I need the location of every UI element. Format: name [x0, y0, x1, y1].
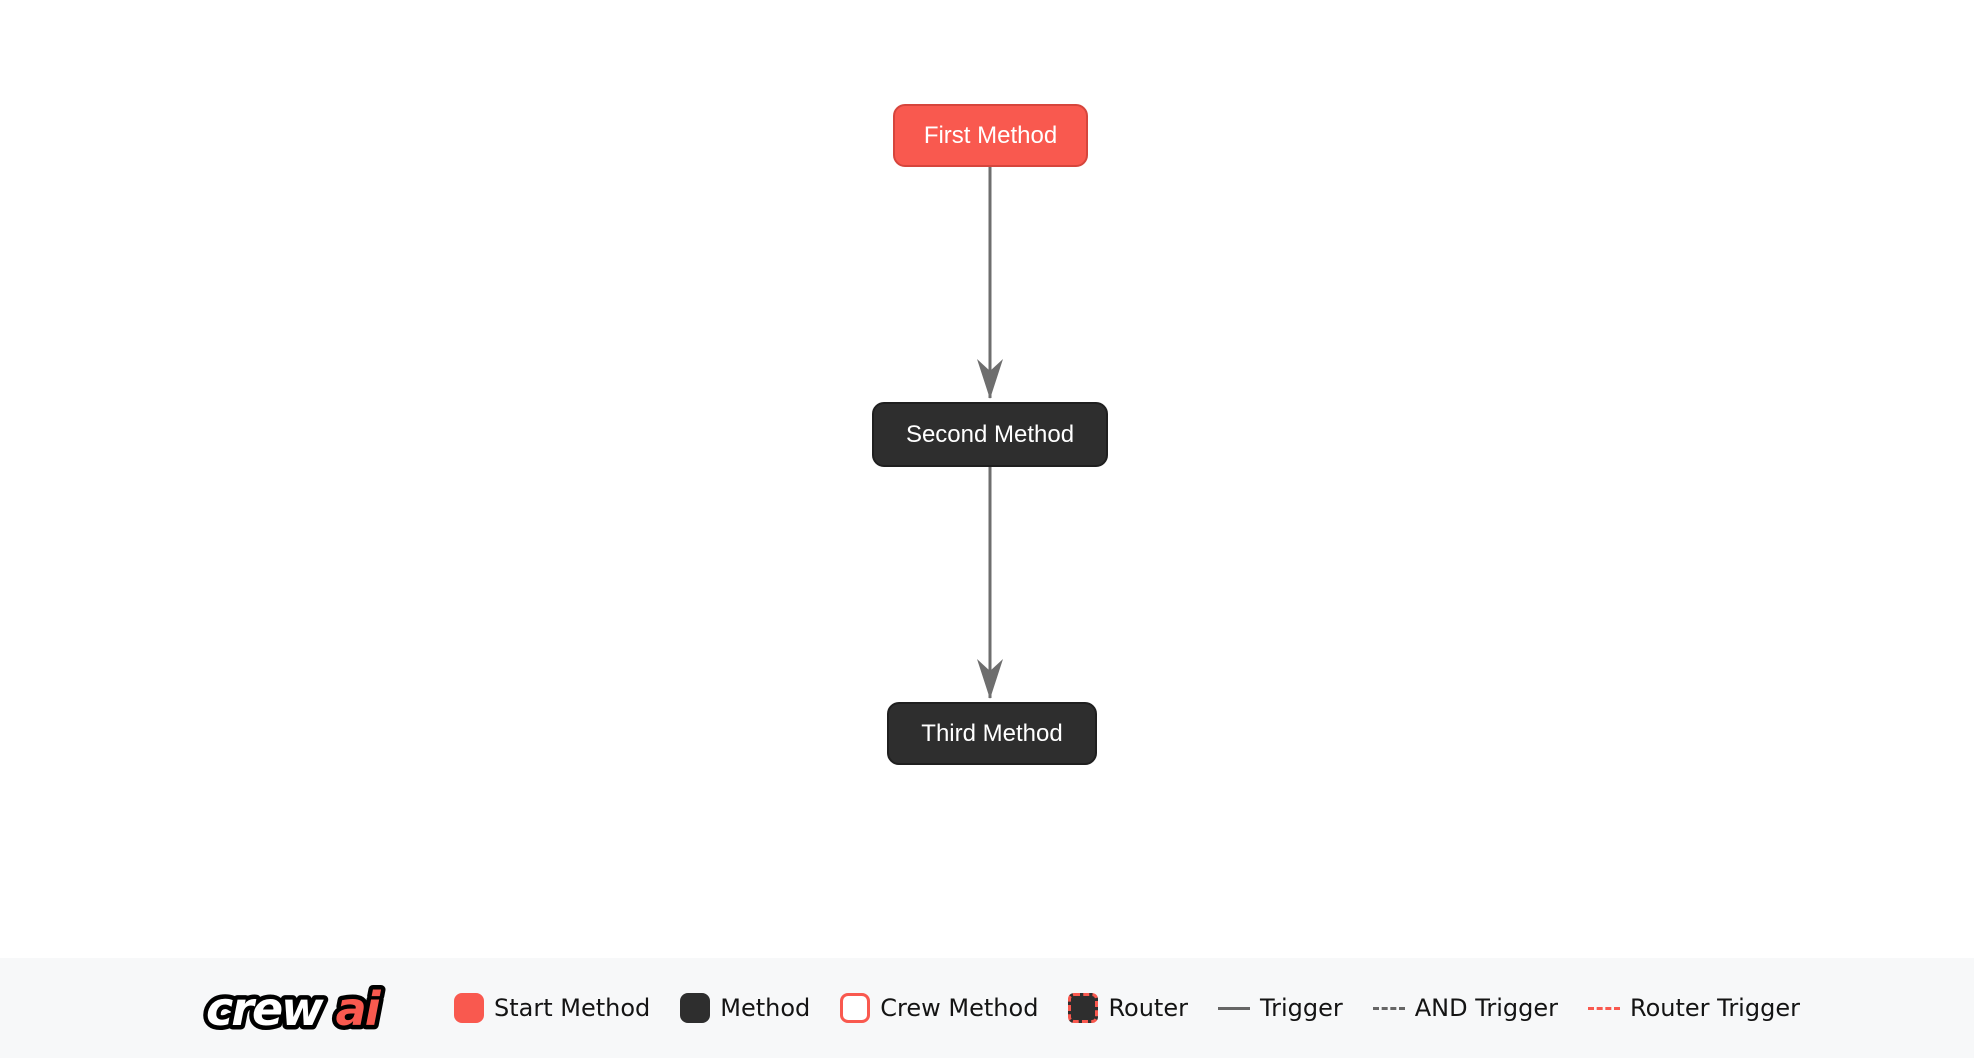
crew-method-swatch — [840, 993, 871, 1023]
arrowhead-icon — [977, 359, 1003, 399]
legend-item-trigger: Trigger — [1217, 994, 1343, 1022]
legend-label: AND Trigger — [1414, 994, 1559, 1022]
start-method-swatch — [454, 993, 484, 1023]
node-label: Second Method — [905, 420, 1075, 448]
method-swatch — [680, 993, 711, 1023]
router-swatch — [1068, 993, 1099, 1023]
legend-label: Trigger — [1259, 994, 1343, 1022]
legend-item-and-trigger: AND Trigger — [1372, 994, 1559, 1022]
trigger-line-swatch — [1217, 1006, 1250, 1010]
node-label: Third Method — [921, 719, 1063, 747]
legend-item-router-trigger: Router Trigger — [1588, 994, 1800, 1022]
legend-label: Router Trigger — [1630, 994, 1800, 1022]
flow-node-second-method[interactable]: Second Method — [872, 402, 1108, 467]
legend-bar: crew ai Start Method Method Crew Method … — [0, 958, 1974, 1058]
arrowhead-icon — [977, 659, 1003, 699]
flow-edges — [977, 167, 1003, 699]
edge-second-to-third — [977, 467, 1003, 699]
logo-crew-text: crew — [206, 982, 324, 1036]
legend-item-method: Method — [680, 993, 810, 1023]
legend-label: Router — [1108, 994, 1188, 1022]
legend-item-start-method: Start Method — [454, 993, 650, 1023]
legend-label: Crew Method — [880, 994, 1039, 1022]
flow-node-third-method[interactable]: Third Method — [887, 702, 1097, 765]
legend-item-crew-method: Crew Method — [840, 993, 1038, 1023]
edge-first-to-second — [977, 167, 1003, 399]
and-trigger-line-swatch — [1372, 1006, 1405, 1010]
node-label: First Method — [923, 121, 1058, 149]
svg-text:crew ai: crew ai — [206, 982, 382, 1036]
router-trigger-line-swatch — [1588, 1006, 1621, 1010]
legend-label: Method — [720, 994, 811, 1022]
flow-node-first-method[interactable]: First Method — [893, 104, 1088, 167]
legend-item-router: Router — [1068, 993, 1188, 1023]
flow-canvas[interactable]: First Method Second Method Third Method — [0, 0, 1974, 958]
logo-ai-text: ai — [336, 982, 382, 1036]
legend-label: Start Method — [494, 994, 651, 1022]
crewai-logo: crew ai — [202, 978, 389, 1041]
